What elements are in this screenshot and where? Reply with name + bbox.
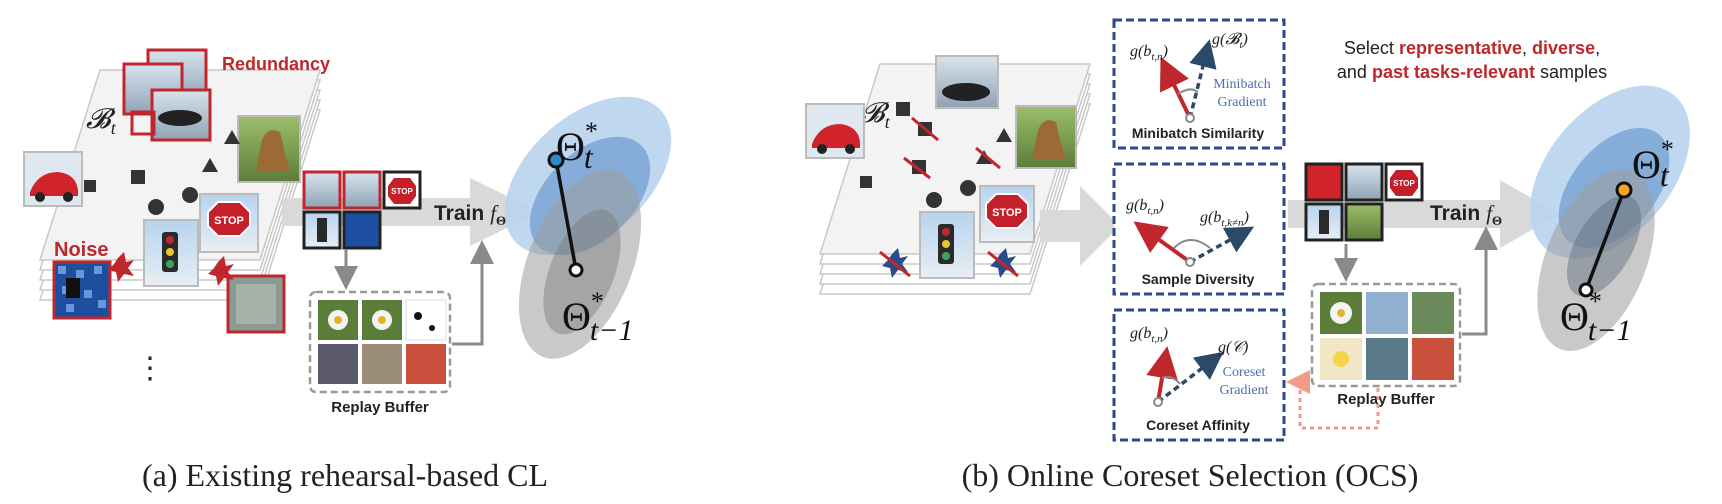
svg-text:STOP: STOP (391, 187, 413, 196)
box3-blue-1: Coreset (1223, 365, 1266, 380)
box2-title: Sample Diversity (1142, 271, 1255, 287)
selected-samples: STOP (302, 170, 422, 250)
svg-text:STOP: STOP (214, 215, 244, 227)
car-image-right (935, 55, 999, 109)
box1-blue-2: Gradient (1218, 95, 1267, 110)
theta-prev-left: Θ*t−1 (562, 287, 633, 347)
embedding-markers-right (860, 102, 1012, 208)
theta-t-left: Θ*t (556, 117, 598, 175)
sample-diversity-box (1112, 162, 1286, 296)
red-car-image-right (805, 103, 865, 159)
left-panel: 𝓑t Redundancy (23, 48, 672, 493)
selected-samples-right: STOP (1304, 162, 1424, 242)
coreset-affinity-box (1112, 308, 1286, 442)
box1-g-right: g(𝓑t) (1212, 31, 1248, 51)
svg-text:STOP: STOP (1393, 179, 1415, 188)
box1-title: Minibatch Similarity (1132, 125, 1264, 141)
box1-blue-1: Minibatch (1213, 77, 1271, 92)
filtered-noise-markers (879, 248, 1019, 278)
replay-buffer-label-right: Replay Buffer (1337, 391, 1435, 408)
traffic-light-image-right (919, 211, 975, 279)
minibatch-similarity-box (1112, 18, 1286, 150)
stop-sign-image-right: STOP (979, 185, 1035, 243)
selection-arrow (1040, 186, 1120, 266)
theta-prev-right: Θ*t−1 (1560, 287, 1631, 347)
replay-buffer-left (308, 290, 452, 394)
red-car-image (23, 151, 83, 207)
dog-image-right (1015, 105, 1077, 169)
box2-g-right: g(bt,k≠n) (1200, 209, 1249, 229)
box2-g-left: g(bt,n) (1126, 197, 1164, 217)
redundancy-label: Redundancy (222, 54, 330, 74)
right-panel: 𝓑t ST (805, 18, 1690, 493)
traffic-light-image (143, 219, 199, 287)
replay-buffer-label: Replay Buffer (331, 399, 429, 416)
parameter-space-right (1530, 85, 1690, 351)
box3-title: Coreset Affinity (1146, 417, 1250, 433)
headline-line1: Select representative, diverse, (1344, 38, 1600, 58)
box3-blue-2: Gradient (1220, 383, 1269, 398)
headline-line2: and past tasks-relevant samples (1337, 62, 1607, 82)
box3-g-left: g(bt,n) (1130, 325, 1168, 345)
noise-label: Noise (54, 239, 108, 261)
parameter-space-left (504, 96, 672, 359)
stack-ellipsis: ⋮ (135, 352, 165, 385)
dog-image (237, 115, 301, 183)
box1-g-left: g(bt,n) (1130, 43, 1168, 63)
replay-buffer-right (1310, 282, 1462, 388)
svg-text:STOP: STOP (992, 207, 1022, 219)
noise-images (52, 252, 286, 334)
box3-g-right: g(𝒞) (1218, 339, 1248, 356)
caption-right: (b) Online Coreset Selection (OCS) (962, 457, 1419, 493)
train-arrow-right (1288, 180, 1560, 248)
caption-left: (a) Existing rehearsal-based CL (142, 457, 548, 493)
stop-sign-image: STOP (199, 193, 259, 253)
theta-t-right: Θ*t (1632, 135, 1674, 193)
embedding-markers (84, 130, 240, 215)
train-arrow (282, 178, 540, 246)
redundant-car-images (122, 48, 212, 142)
